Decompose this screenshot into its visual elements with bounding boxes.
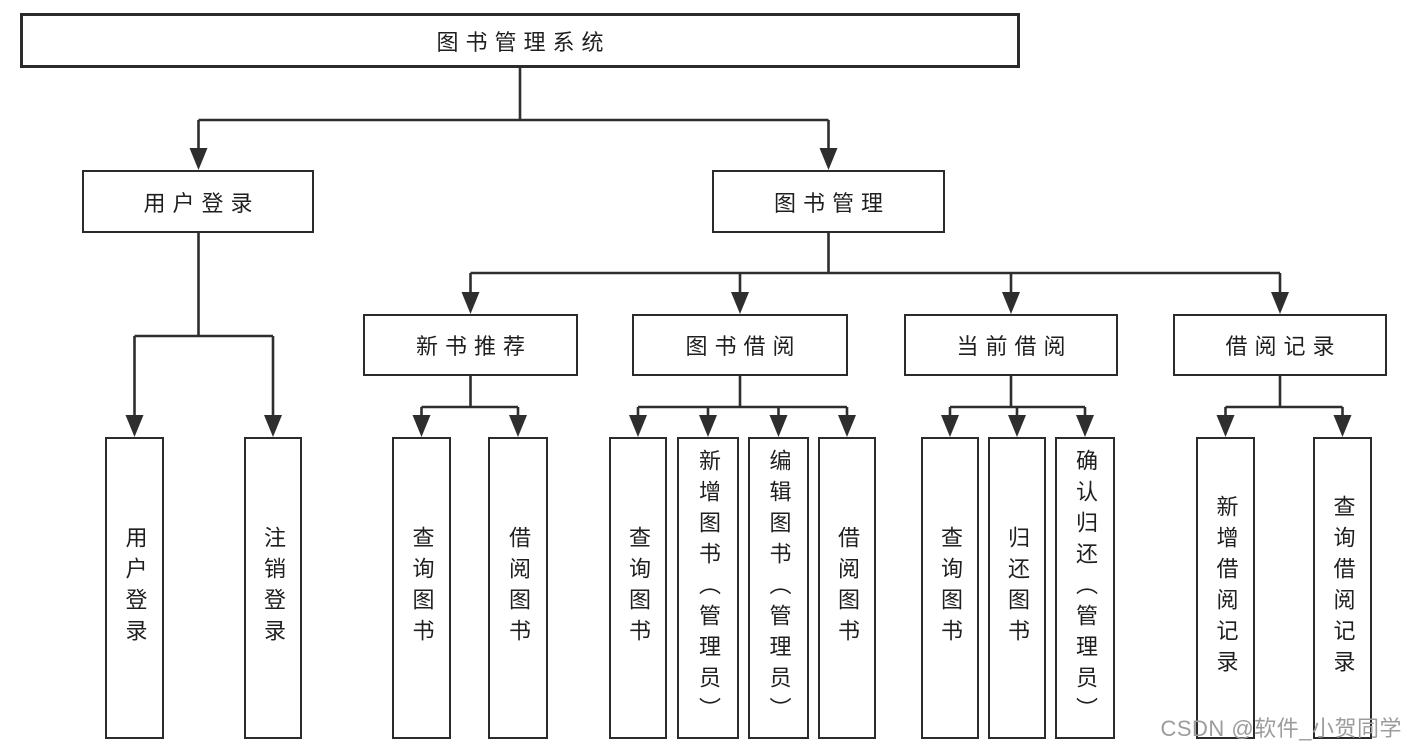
node-label: 当前借阅: [956, 334, 1073, 359]
node-current-borrowing: 当前借阅: [904, 314, 1118, 376]
leaf-label: 新增图书（管理员）: [696, 448, 721, 728]
node-book-management: 图书管理: [712, 170, 945, 233]
leaf-query-borrow-record: 查询借阅记录: [1313, 437, 1372, 739]
leaf-edit-books-admin: 编辑图书（管理员）: [748, 437, 809, 739]
connector-book-mgmt-to-groups: [461, 233, 1289, 314]
leaf-query-books-3: 查询图书: [921, 437, 979, 739]
leaf-logout: 注销登录: [244, 437, 302, 739]
leaf-query-books-2: 查询图书: [609, 437, 667, 739]
node-user-login: 用户登录: [82, 170, 314, 233]
connector-borrow-records-to-leaves: [1216, 376, 1352, 437]
leaf-label: 借阅图书: [506, 526, 531, 650]
node-label: 图书管理系统: [436, 29, 611, 55]
connector-root-to-level2: [189, 68, 838, 170]
leaf-label: 查询图书: [938, 526, 963, 650]
leaf-label: 注销登录: [261, 526, 286, 650]
node-book-borrowing: 图书借阅: [632, 314, 848, 376]
leaf-label: 查询图书: [409, 526, 435, 650]
node-new-book-recommend: 新书推荐: [363, 314, 578, 376]
node-label: 用户登录: [143, 190, 260, 216]
node-borrowing-records: 借阅记录: [1173, 314, 1387, 376]
csdn-watermark: CSDN @软件_小贺同学: [1160, 716, 1402, 741]
leaf-label: 编辑图书（管理员）: [766, 448, 792, 728]
leaf-confirm-return-admin: 确认归还（管理员）: [1055, 437, 1115, 739]
leaf-label: 查询借阅记录: [1330, 495, 1356, 681]
leaf-add-borrow-record: 新增借阅记录: [1196, 437, 1255, 739]
leaf-user-login: 用户登录: [105, 437, 164, 739]
leaf-add-books-admin: 新增图书（管理员）: [677, 437, 739, 739]
connector-new-book-to-leaves: [412, 376, 527, 437]
leaf-label: 归还图书: [1005, 526, 1030, 650]
node-label: 图书管理: [773, 190, 890, 216]
leaf-label: 借阅图书: [835, 526, 860, 650]
node-label: 图书借阅: [685, 334, 802, 359]
connector-current-borrow-to-leaves: [941, 376, 1094, 437]
leaf-label: 新增借阅记录: [1213, 495, 1239, 681]
leaf-query-books-1: 查询图书: [392, 437, 451, 739]
leaf-label: 查询图书: [626, 526, 651, 650]
leaf-return-books: 归还图书: [988, 437, 1046, 739]
leaf-borrow-books-2: 借阅图书: [818, 437, 876, 739]
leaf-label: 确认归还（管理员）: [1073, 448, 1098, 728]
connector-user-login-to-leaves: [125, 233, 282, 437]
connector-book-borrow-to-leaves: [629, 376, 856, 437]
node-library-management-system: 图书管理系统: [20, 13, 1020, 68]
leaf-label: 用户登录: [122, 526, 148, 650]
node-label: 借阅记录: [1225, 334, 1342, 359]
node-label: 新书推荐: [415, 334, 532, 359]
leaf-borrow-books-1: 借阅图书: [488, 437, 548, 739]
